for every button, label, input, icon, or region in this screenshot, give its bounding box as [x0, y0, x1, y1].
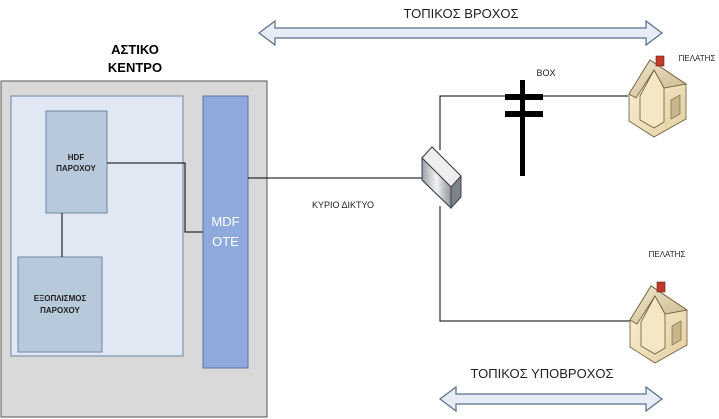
bottom-arrow-shape [439, 385, 663, 413]
mdf-box [202, 95, 249, 369]
center-title-line1: ΑΣΤΙΚΟ [111, 42, 159, 57]
street-cabinet-icon [421, 146, 462, 210]
loop-lines [439, 95, 630, 322]
house-icon-top [628, 55, 688, 138]
mdf-label-line1: MDF [211, 214, 239, 229]
equipment-label-line2: ΠΑΡΟΧΟΥ [40, 306, 80, 315]
hdf-box [45, 110, 108, 214]
equipment-label-line1: ΕΞΟΠΛΙΣΜΟΣ [34, 294, 87, 303]
provider-equipment-box [17, 256, 103, 353]
top-arrow-label: ΤΟΠΙΚΟΣ ΒΡΟΧΟΣ [403, 6, 518, 21]
top-arrow-shape [258, 19, 663, 47]
hdf-label-line1: HDF [68, 153, 85, 162]
main-network-label: ΚΥΡΙΟ ΔΙΚΤΥΟ [312, 200, 374, 210]
customer-top-label: ΠΕΛΑΤΗΣ [679, 54, 716, 63]
internal-wiring [61, 162, 203, 257]
mdf-label-line2: ΟΤΕ [212, 234, 239, 249]
utility-pole-icon [505, 80, 543, 176]
box-label: BOX [536, 68, 555, 78]
bottom-subloop-arrow: ΤΟΠΙΚΟΣ ΥΠΟΒΡΟΧΟΣ [439, 366, 663, 413]
hdf-label-line2: ΠΑΡΟΧΟΥ [56, 164, 96, 173]
top-loop-arrow: ΤΟΠΙΚΟΣ ΒΡΟΧΟΣ [258, 6, 663, 47]
center-title-line2: ΚΕΝΤΡΟ [108, 60, 162, 75]
customer-bottom-label: ΠΕΛΑΤΗΣ [649, 250, 686, 259]
house-icon-bottom [629, 281, 689, 364]
bottom-arrow-label: ΤΟΠΙΚΟΣ ΥΠΟΒΡΟΧΟΣ [470, 366, 613, 381]
